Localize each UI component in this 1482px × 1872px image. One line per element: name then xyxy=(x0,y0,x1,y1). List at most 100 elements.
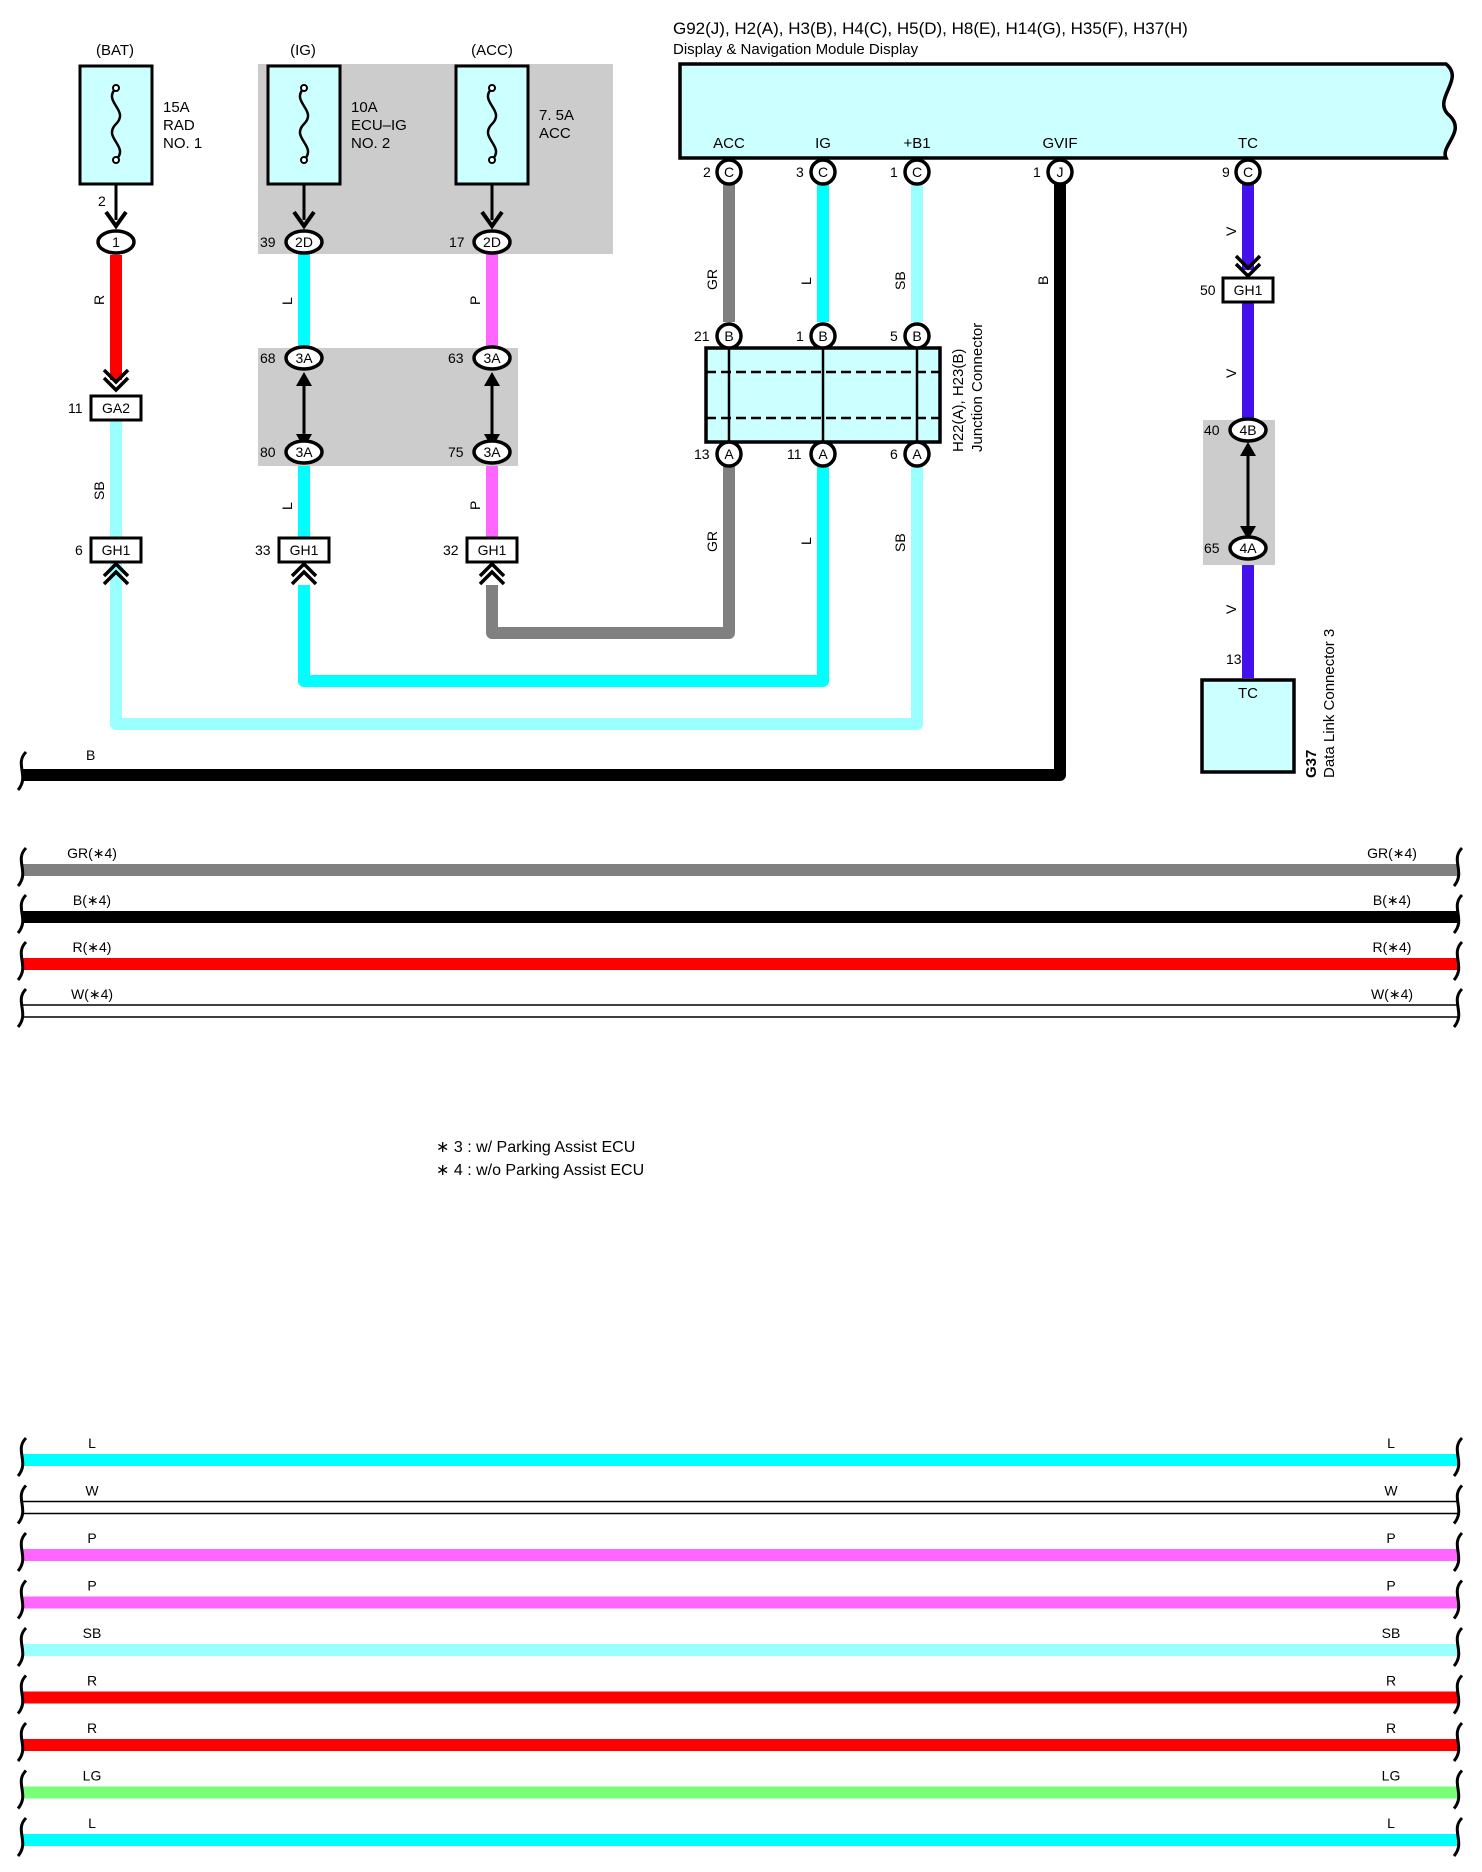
wire-label-bat-sb: SB xyxy=(91,481,107,500)
dlc-pin-num: 13 xyxy=(1226,651,1242,667)
tc-4a-label: 4A xyxy=(1239,540,1257,556)
fuse-bat-terminal-top xyxy=(112,84,120,92)
gh1-ig-arrow-icon xyxy=(290,561,318,586)
junction-bottom-pin-2 xyxy=(809,440,837,468)
harness-bottom-wire-6-label-right: R xyxy=(1386,1720,1396,1736)
harness-bottom-wire-5-break-right-icon xyxy=(1452,1674,1464,1715)
gh1-acc-label: GH1 xyxy=(478,542,507,558)
harness-bottom-wire-7-break-left-icon xyxy=(16,1769,28,1810)
harness-mid-wire-2-break-right-icon xyxy=(1452,940,1464,981)
wire-bat-sb-route xyxy=(110,462,923,730)
acc-3a-bottom-label: 3A xyxy=(483,444,501,460)
bat-pin-label: 1 xyxy=(112,234,120,250)
fuse-ig-source: (IG) xyxy=(290,42,316,59)
ig-arrow-icon xyxy=(292,210,316,230)
acc-arrow-icon xyxy=(480,210,504,230)
harness-mid-wire-1-break-right-icon xyxy=(1452,893,1464,934)
fuse-ig-rating: 10A xyxy=(351,99,378,116)
dlc-box xyxy=(1200,678,1296,774)
fuse-ig-icon xyxy=(298,87,310,161)
acc-3a-bottom-oval xyxy=(472,439,512,465)
module-title: G92(J), H2(A), H3(B), H4(C), H5(D), H8(E… xyxy=(673,19,1188,38)
junction-bottom-pin-3 xyxy=(903,440,931,468)
junction-top-pin-1-conn: B xyxy=(724,328,733,344)
acc-2d-pin-num: 17 xyxy=(449,234,465,250)
note-1: ∗ 3 : w/ Parking Assist ECU xyxy=(436,1139,635,1156)
harness-bottom-wire-2-label-right: P xyxy=(1386,1530,1395,1546)
junction-top-pin-3 xyxy=(903,322,931,350)
harness-bottom-wire-0-break-left-icon xyxy=(16,1436,28,1477)
fuse-ig-terminal-top xyxy=(300,84,308,92)
gh1-bat-label: GH1 xyxy=(102,542,131,558)
ig-3a-top-oval xyxy=(284,345,324,371)
tc-gh1-pin-num: 50 xyxy=(1200,282,1216,298)
junction-top-pin-3-num: 5 xyxy=(890,328,898,344)
harness-mid-wire-2-label-left: R(∗4) xyxy=(73,939,112,955)
tc-4a-pin-num: 65 xyxy=(1204,540,1220,556)
harness-bottom-wire-7-label-right: LG xyxy=(1382,1768,1401,1784)
wire-label-ig-l-top: L xyxy=(279,297,295,305)
wire-label-tc-3: V xyxy=(1223,604,1239,614)
junction-bottom-pin-3-conn: A xyxy=(912,446,922,462)
junction-top-pin-1-num: 21 xyxy=(694,328,710,344)
harness-bottom-wire-4-break-right-icon xyxy=(1452,1626,1464,1667)
acc-3a-bottom-pin-num: 75 xyxy=(448,444,464,460)
junction-name: H22(A), H23(B) xyxy=(950,349,967,452)
dlc-id: G37 xyxy=(1303,750,1320,778)
harness-bottom-wire-0-label-left: L xyxy=(88,1435,96,1451)
acc-3a-top-label: 3A xyxy=(483,350,501,366)
junction-bottom-pin-1-conn: A xyxy=(724,446,734,462)
wire-label-mod-ig-top: L xyxy=(798,277,814,285)
harness-bottom-wire-3-label-right: P xyxy=(1386,1578,1395,1594)
module-pin-acc-name: ACC xyxy=(713,135,745,152)
ga2-pin-num: 11 xyxy=(68,400,83,416)
gh1-ig-label: GH1 xyxy=(290,542,319,558)
ig-2d-label: 2D xyxy=(295,234,313,250)
gh1-ig-pin-num: 33 xyxy=(255,542,271,558)
tc-gh1-connector xyxy=(1221,276,1275,304)
ig-3a-top-pin-num: 68 xyxy=(260,350,276,366)
wire-label-mod-ig-bottom: L xyxy=(798,537,814,545)
harness-bottom-wire-1-label-left: W xyxy=(85,1483,99,1499)
wire-label-ig-l-bottom: L xyxy=(279,502,295,510)
fuse-bat-terminal-bottom xyxy=(112,156,120,164)
junction-bottom-pin-2-num: 11 xyxy=(787,446,802,462)
harness-bottom-wire-0-break-right-icon xyxy=(1452,1436,1464,1477)
wire-label-tc-2: V xyxy=(1223,368,1239,378)
harness-mid-wire-0-label-right: GR(∗4) xyxy=(1367,845,1417,861)
harness-bottom-wire-1-break-left-icon xyxy=(16,1484,28,1525)
module-pin-b1-num: 1 xyxy=(890,164,898,180)
harness-mid-wire-1-label-left: B(∗4) xyxy=(73,892,111,908)
module-pin-b1-conn: C xyxy=(912,164,922,180)
wire-label-bat-r: R xyxy=(91,295,107,305)
gh1-bat-arrow-icon xyxy=(102,561,130,586)
harness-bottom-wire-2-break-left-icon xyxy=(16,1531,28,1572)
junction-bottom-pin-2-conn: A xyxy=(818,446,828,462)
acc-2d-oval xyxy=(472,229,512,255)
harness-bottom-wire-4-label-right: SB xyxy=(1382,1625,1401,1641)
fuse-acc-name: ACC xyxy=(539,125,571,142)
harness-bottom-wire-1-label-right: W xyxy=(1384,1483,1398,1499)
fuse-acc-source: (ACC) xyxy=(471,42,513,59)
harness-bottom-wire-3-break-left-icon xyxy=(16,1579,28,1620)
harness-bottom-wire-6-label-left: R xyxy=(87,1720,97,1736)
dlc-pin-label: TC xyxy=(1238,685,1258,702)
note-2: ∗ 4 : w/o Parking Assist ECU xyxy=(436,1162,644,1179)
fuse-acc-rating: 7. 5A xyxy=(539,107,574,124)
harness-mid-wire-0-label-left: GR(∗4) xyxy=(67,845,117,861)
wire-label-tc-1: V xyxy=(1223,226,1239,236)
fuse-bat-source: (BAT) xyxy=(96,42,134,59)
module-box xyxy=(678,62,1457,160)
gh1-acc-pin-num: 32 xyxy=(443,542,459,558)
ig-2d-oval xyxy=(284,229,324,255)
module-pin-tc xyxy=(1234,158,1262,186)
module-pin-ig xyxy=(809,158,837,186)
ig-3a-bottom-oval xyxy=(284,439,324,465)
fuse-ig-name: ECU–IG xyxy=(351,117,407,134)
harness-mid-wire-0-break-right-icon xyxy=(1452,846,1464,887)
wire-gvif-ground xyxy=(22,184,1066,781)
harness-mid-wire-3-label-right: W(∗4) xyxy=(1371,986,1413,1002)
wire-label-mod-gvif: B xyxy=(1035,276,1051,285)
harness-bottom-wire-2-break-right-icon xyxy=(1452,1531,1464,1572)
harness-bottom-wire-3-label-left: P xyxy=(87,1578,96,1594)
